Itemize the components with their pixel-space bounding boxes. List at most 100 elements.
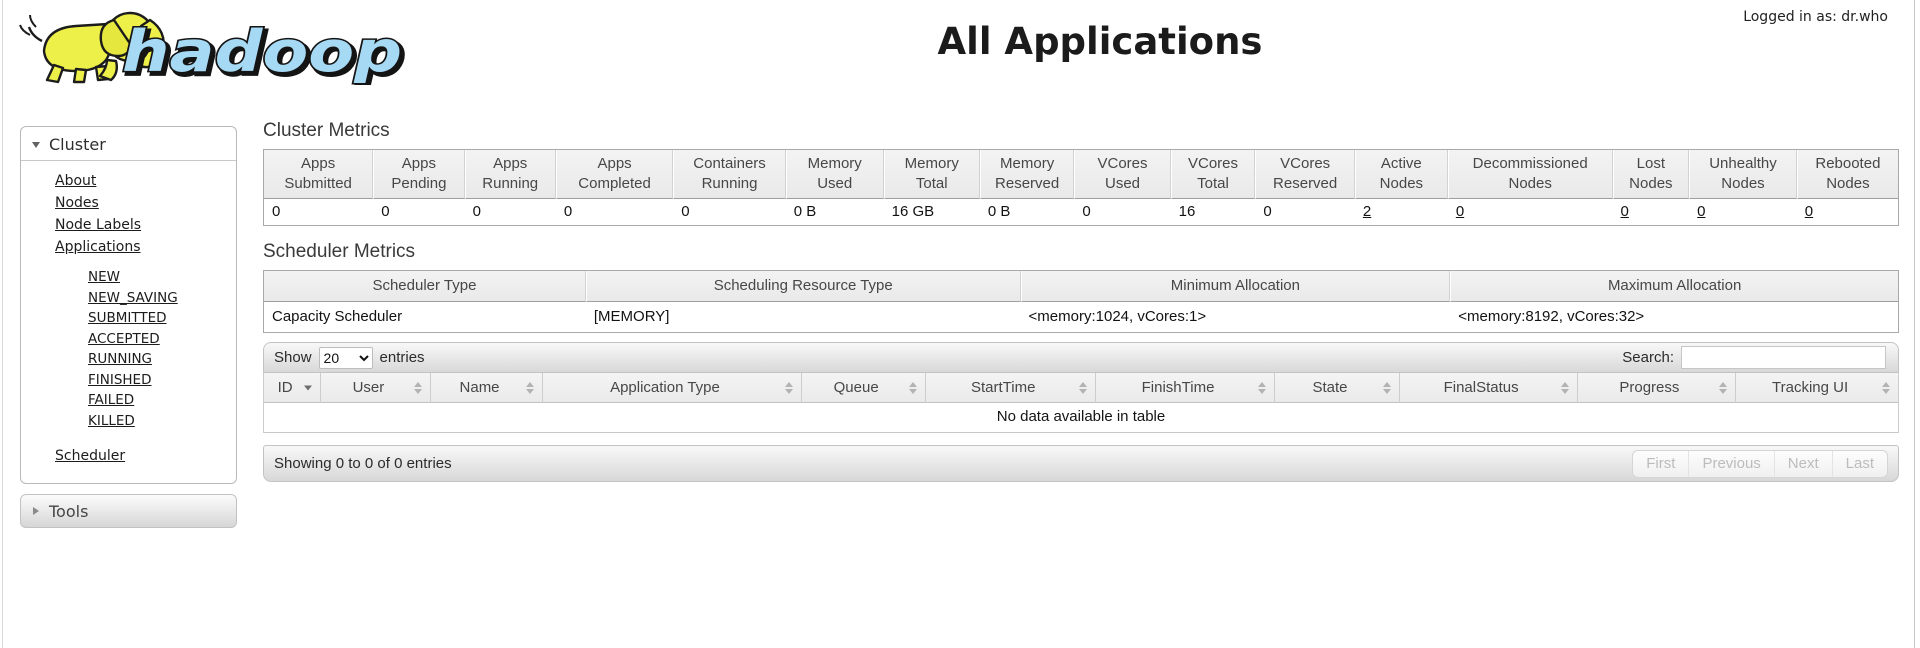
cm-col-rebooted-nodes: Rebooted Nodes — [1796, 150, 1898, 199]
apps-col-label-finishtime: FinishTime — [1141, 379, 1215, 396]
sidebar-link-state-new-saving[interactable]: NEW_SAVING — [88, 289, 178, 306]
sidebar-item: Node Labels — [55, 214, 236, 236]
cm-link-decommissioned-nodes[interactable]: 0 — [1455, 203, 1465, 220]
sort-up-arrow-icon — [1258, 381, 1267, 387]
window-right-edge — [1914, 0, 1915, 648]
apps-col-user[interactable]: User — [321, 373, 431, 403]
cluster-section-label: Cluster — [49, 135, 106, 154]
sidebar-link-state-killed[interactable]: KILLED — [88, 412, 135, 429]
sort-down-arrow-icon — [526, 388, 535, 394]
page-button-previous[interactable]: Previous — [1688, 450, 1773, 477]
cm-value-active-nodes: 2 — [1354, 199, 1448, 225]
sort-both-icon — [413, 381, 422, 394]
cm-value-apps-completed: 0 — [555, 199, 674, 225]
cm-value-apps-running: 0 — [464, 199, 556, 225]
cm-col-apps-running: Apps Running — [464, 150, 556, 199]
sort-down-arrow-icon — [784, 388, 793, 394]
sort-both-icon — [908, 381, 917, 394]
sidebar-link-state-new[interactable]: NEW — [88, 269, 120, 285]
apps-col-queue[interactable]: Queue — [801, 373, 926, 403]
apps-col-name[interactable]: Name — [430, 373, 544, 403]
sort-both-icon — [1560, 381, 1569, 394]
cm-link-rebooted-nodes[interactable]: 0 — [1804, 203, 1814, 220]
sidebar-item: Applications — [55, 236, 236, 258]
cm-link-active-nodes[interactable]: 2 — [1362, 203, 1372, 220]
sort-up-arrow-icon — [784, 381, 793, 387]
entries-label: entries — [379, 349, 425, 366]
cm-col-lost-nodes: Lost Nodes — [1612, 150, 1690, 199]
sort-desc-icon — [304, 385, 313, 390]
cluster-section-header[interactable]: Cluster — [21, 127, 236, 161]
apps-col-finalstatus[interactable]: FinalStatus — [1399, 373, 1578, 403]
cm-value-vcores-used: 0 — [1074, 199, 1171, 225]
sidebar-link-state-finished[interactable]: FINISHED — [88, 371, 152, 388]
showing-entries-info: Showing 0 to 0 of 0 entries — [274, 455, 452, 472]
sort-up-arrow-icon — [1560, 381, 1569, 387]
chevron-down-icon — [32, 141, 40, 148]
sort-both-icon — [1078, 381, 1087, 394]
tools-section-header[interactable]: Tools — [20, 494, 237, 528]
sidebar-link-state-running[interactable]: RUNNING — [88, 351, 152, 367]
page-button-last[interactable]: Last — [1831, 450, 1887, 477]
apps-col-application-type[interactable]: Application Type — [543, 373, 802, 403]
sort-down-arrow-icon — [1719, 388, 1728, 394]
sidebar-link-state-submitted[interactable]: SUBMITTED — [88, 310, 167, 326]
apps-col-state[interactable]: State — [1275, 373, 1400, 403]
sched-value-scheduler-type: Capacity Scheduler — [264, 302, 586, 332]
apps-col-id[interactable]: ID — [264, 373, 322, 403]
search-input[interactable] — [1681, 346, 1886, 369]
logo-text-shadow: hadoop — [125, 22, 405, 85]
sidebar-link-state-failed[interactable]: FAILED — [88, 392, 135, 408]
apps-col-finishtime[interactable]: FinishTime — [1095, 373, 1276, 403]
cm-value-memory-reserved: 0 B — [979, 199, 1075, 225]
cm-col-active-nodes: Active Nodes — [1354, 150, 1448, 199]
sidebar-link-nodes[interactable]: Nodes — [55, 195, 99, 211]
sidebar-link-applications[interactable]: Applications — [55, 239, 141, 255]
cm-value-vcores-reserved: 0 — [1255, 199, 1355, 225]
sort-down-arrow-icon — [413, 388, 422, 394]
page-button-first[interactable]: First — [1646, 455, 1676, 472]
window-left-edge — [2, 0, 3, 648]
apps-col-progress[interactable]: Progress — [1577, 373, 1737, 403]
cm-link-lost-nodes[interactable]: 0 — [1620, 203, 1629, 220]
page-button-next[interactable]: Next — [1773, 450, 1832, 477]
hadoop-logo: hadoop hadoop — [19, 11, 406, 85]
sidebar-link-scheduler[interactable]: Scheduler — [55, 448, 126, 464]
sidebar-subitem: FAILED — [88, 390, 236, 411]
sched-col-minimum-allocation: Minimum Allocation — [1020, 271, 1451, 302]
sidebar-link-about[interactable]: About — [55, 173, 97, 189]
cm-col-vcores-used: VCores Used — [1074, 150, 1171, 199]
sidebar-subitem: RUNNING — [88, 349, 236, 370]
sched-col-scheduler-type: Scheduler Type — [264, 271, 586, 302]
page-size-select[interactable]: 20 — [318, 346, 373, 369]
sort-both-icon — [526, 381, 535, 394]
cm-value-rebooted-nodes: 0 — [1796, 199, 1898, 225]
sidebar-item: Nodes — [55, 192, 236, 214]
cm-col-memory-reserved: Memory Reserved — [979, 150, 1075, 199]
cm-value-apps-submitted: 0 — [264, 199, 374, 225]
apps-col-starttime[interactable]: StartTime — [925, 373, 1096, 403]
sort-up-arrow-icon — [1382, 381, 1391, 387]
apps-col-label-name: Name — [459, 379, 500, 396]
sched-value-scheduling-resource-type: [MEMORY] — [585, 302, 1021, 332]
apps-col-label-progress: Progress — [1619, 379, 1680, 396]
sort-up-arrow-icon — [1078, 381, 1087, 387]
sidebar-link-node-labels[interactable]: Node Labels — [55, 217, 142, 233]
empty-table-row: No data available in table — [264, 403, 1898, 433]
tools-section-label: Tools — [49, 501, 89, 521]
sidebar-link-state-accepted[interactable]: ACCEPTED — [88, 330, 160, 347]
scheduler-metrics-heading: Scheduler Metrics — [263, 241, 416, 262]
sidebar-subitem: KILLED — [88, 411, 236, 432]
cm-col-memory-used: Memory Used — [785, 150, 884, 199]
cm-link-unhealthy-nodes[interactable]: 0 — [1697, 203, 1706, 220]
cm-col-vcores-reserved: VCores Reserved — [1255, 150, 1355, 199]
apps-col-tracking-ui[interactable]: Tracking UI — [1736, 373, 1898, 403]
cm-col-apps-submitted: Apps Submitted — [264, 150, 374, 199]
sort-both-icon — [1882, 381, 1890, 394]
